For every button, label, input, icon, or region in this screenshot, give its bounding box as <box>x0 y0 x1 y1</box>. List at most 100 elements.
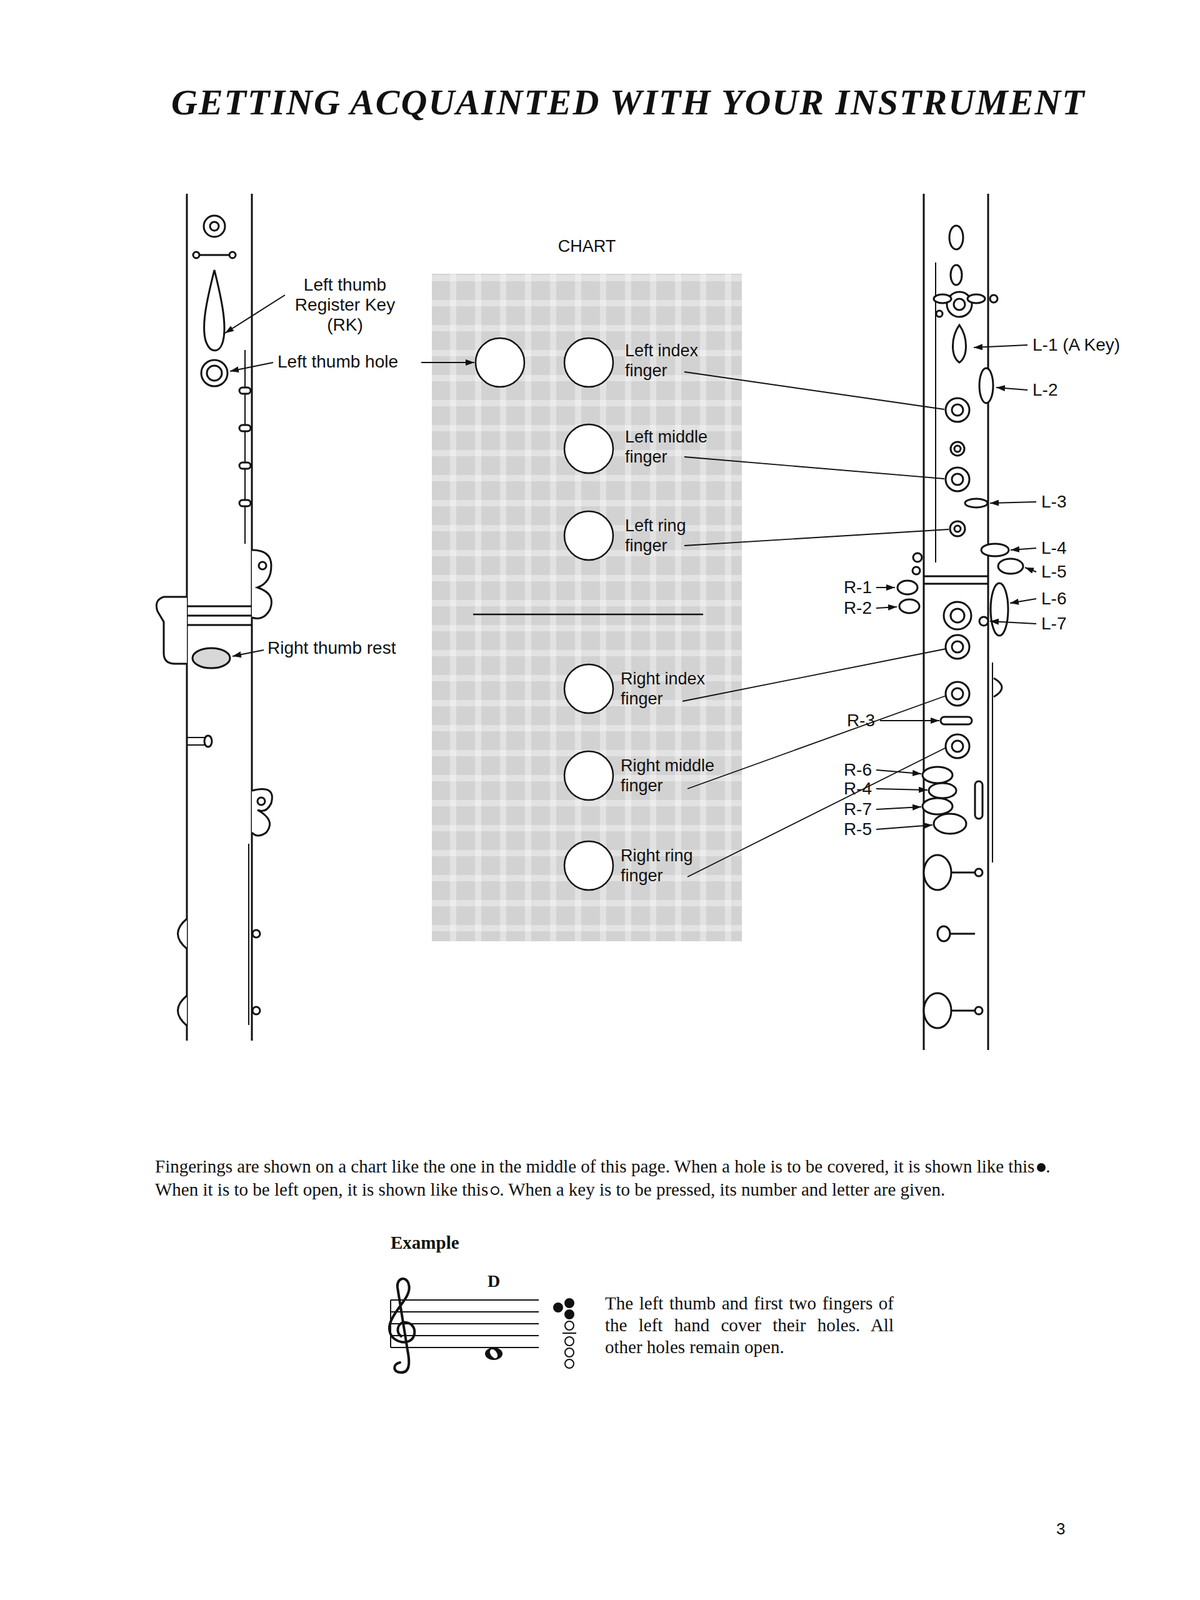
finger-leader-line <box>684 456 945 479</box>
clarinet-front-view <box>933 294 952 304</box>
open-hole-symbol <box>490 1186 500 1195</box>
clarinet-side-view <box>187 744 207 746</box>
clarinet-front-view <box>954 445 961 452</box>
key-leader-arrow <box>1025 567 1037 572</box>
fingering-symbol <box>553 1298 577 1369</box>
chart-hole <box>564 424 614 474</box>
example-note: The left thumb and first two fingers of … <box>605 1292 894 1359</box>
fingering-symbol <box>565 1348 574 1357</box>
clarinet-front-view <box>937 926 950 942</box>
clarinet-front-view <box>993 678 1002 697</box>
fingering-symbol <box>553 1303 563 1312</box>
clarinet-front-view <box>933 813 967 834</box>
clarinet-front-view <box>990 295 998 303</box>
clarinet-front-view <box>936 310 943 317</box>
key-label: L-5 <box>1041 561 1067 582</box>
instructions-text: Fingerings are shown on a chart like the… <box>155 1156 1035 1177</box>
clarinet-front-view <box>991 662 994 863</box>
key-leader-arrow <box>990 621 1037 624</box>
instructions-text: . When a key is to be pressed, its numbe… <box>499 1179 945 1200</box>
clarinet-front-view <box>945 635 970 659</box>
whole-note <box>485 1347 503 1360</box>
clarinet-front-view <box>945 734 970 759</box>
chart-hole <box>564 338 614 387</box>
fingering-chart: CHARTLeft index fingerLeft middle finger… <box>431 273 742 942</box>
key-leader-arrow <box>876 825 933 830</box>
clarinet-front-view <box>954 525 961 532</box>
covered-hole-symbol <box>1036 1163 1046 1172</box>
clarinet-front-view <box>946 291 972 317</box>
clarinet-front-view <box>950 265 962 285</box>
key-leader-arrow <box>880 720 940 722</box>
clarinet-side-view <box>248 843 250 1025</box>
clarinet-front-view <box>923 855 952 890</box>
clarinet-front-view <box>935 262 937 563</box>
finger-label: Left index finger <box>625 340 719 381</box>
clarinet-front-view <box>951 473 964 485</box>
clarinet-front-view <box>923 583 989 585</box>
music-staff <box>390 1299 539 1301</box>
clarinet-side-view <box>239 387 251 394</box>
clarinet-side-view <box>192 648 230 669</box>
key-label: R-7 <box>843 799 872 820</box>
chart-separator <box>473 613 704 616</box>
chart-hole <box>564 511 614 560</box>
clarinet-front-view <box>951 740 964 752</box>
clarinet-side-view <box>257 797 265 805</box>
key-leader-arrow <box>225 295 285 334</box>
music-staff <box>390 1311 539 1313</box>
clarinet-side-view <box>186 605 252 608</box>
clarinet-side-view <box>239 425 251 432</box>
chart-hole <box>564 751 614 800</box>
chart-hole <box>564 664 614 714</box>
clarinet-front-view <box>975 868 983 877</box>
key-label: R-1 <box>843 577 872 598</box>
clarinet-front-view <box>950 608 965 623</box>
chart-hole <box>475 338 525 387</box>
clarinet-side-view <box>258 561 267 570</box>
clarinet-side-view <box>186 624 252 627</box>
part-label: Left thumb Register Key (RK) <box>288 275 402 335</box>
clarinet-front-view <box>923 993 952 1029</box>
key-label: L-4 <box>1041 538 1067 559</box>
clarinet-front-view <box>965 498 988 508</box>
clarinet-front-view <box>951 1010 975 1012</box>
key-leader-arrow <box>876 770 922 774</box>
clarinet-side-view <box>204 735 212 747</box>
clarinet-front-view <box>975 781 983 819</box>
finger-label: Left ring finger <box>625 515 713 556</box>
clarinet-front-view <box>945 467 970 492</box>
clarinet-front-view <box>922 798 953 815</box>
key-leader-arrow <box>990 501 1037 504</box>
key-label: L-3 <box>1041 491 1067 512</box>
clarinet-side-view <box>198 254 230 257</box>
clarinet-front-view <box>945 398 970 422</box>
key-leader-arrow <box>230 362 274 372</box>
page-title: GETTING ACQUAINTED WITH YOUR INSTRUMENT <box>171 81 1086 124</box>
finger-leader-line <box>687 747 947 877</box>
clarinet-front-view <box>943 601 972 630</box>
whole-note <box>488 1348 499 1360</box>
fingering-symbol <box>565 1359 574 1369</box>
finger-leader-line <box>682 648 947 702</box>
clarinet-front-view <box>981 543 1009 557</box>
key-leader-arrow <box>876 606 897 609</box>
finger-leader-line <box>684 371 945 410</box>
clarinet-front-view <box>951 641 964 653</box>
finger-label: Right ring finger <box>620 845 709 886</box>
part-label: Right thumb rest <box>267 638 396 659</box>
clarinet-side-view <box>203 215 225 237</box>
fingering-symbol <box>562 1332 577 1334</box>
clarinet-front-view <box>951 871 975 874</box>
clarinet-front-view <box>998 558 1024 574</box>
finger-leader-line <box>684 529 949 546</box>
key-leader-arrow <box>232 650 264 657</box>
clarinet-side-view <box>201 360 228 387</box>
clarinet-front-view <box>950 521 965 537</box>
key-label: R-2 <box>843 598 872 619</box>
clarinet-side-view <box>251 789 272 837</box>
key-label: L-6 <box>1041 588 1067 609</box>
clarinet-front-view <box>923 193 925 1050</box>
clarinet-front-view <box>950 441 965 456</box>
chart-heading: CHART <box>431 236 742 257</box>
